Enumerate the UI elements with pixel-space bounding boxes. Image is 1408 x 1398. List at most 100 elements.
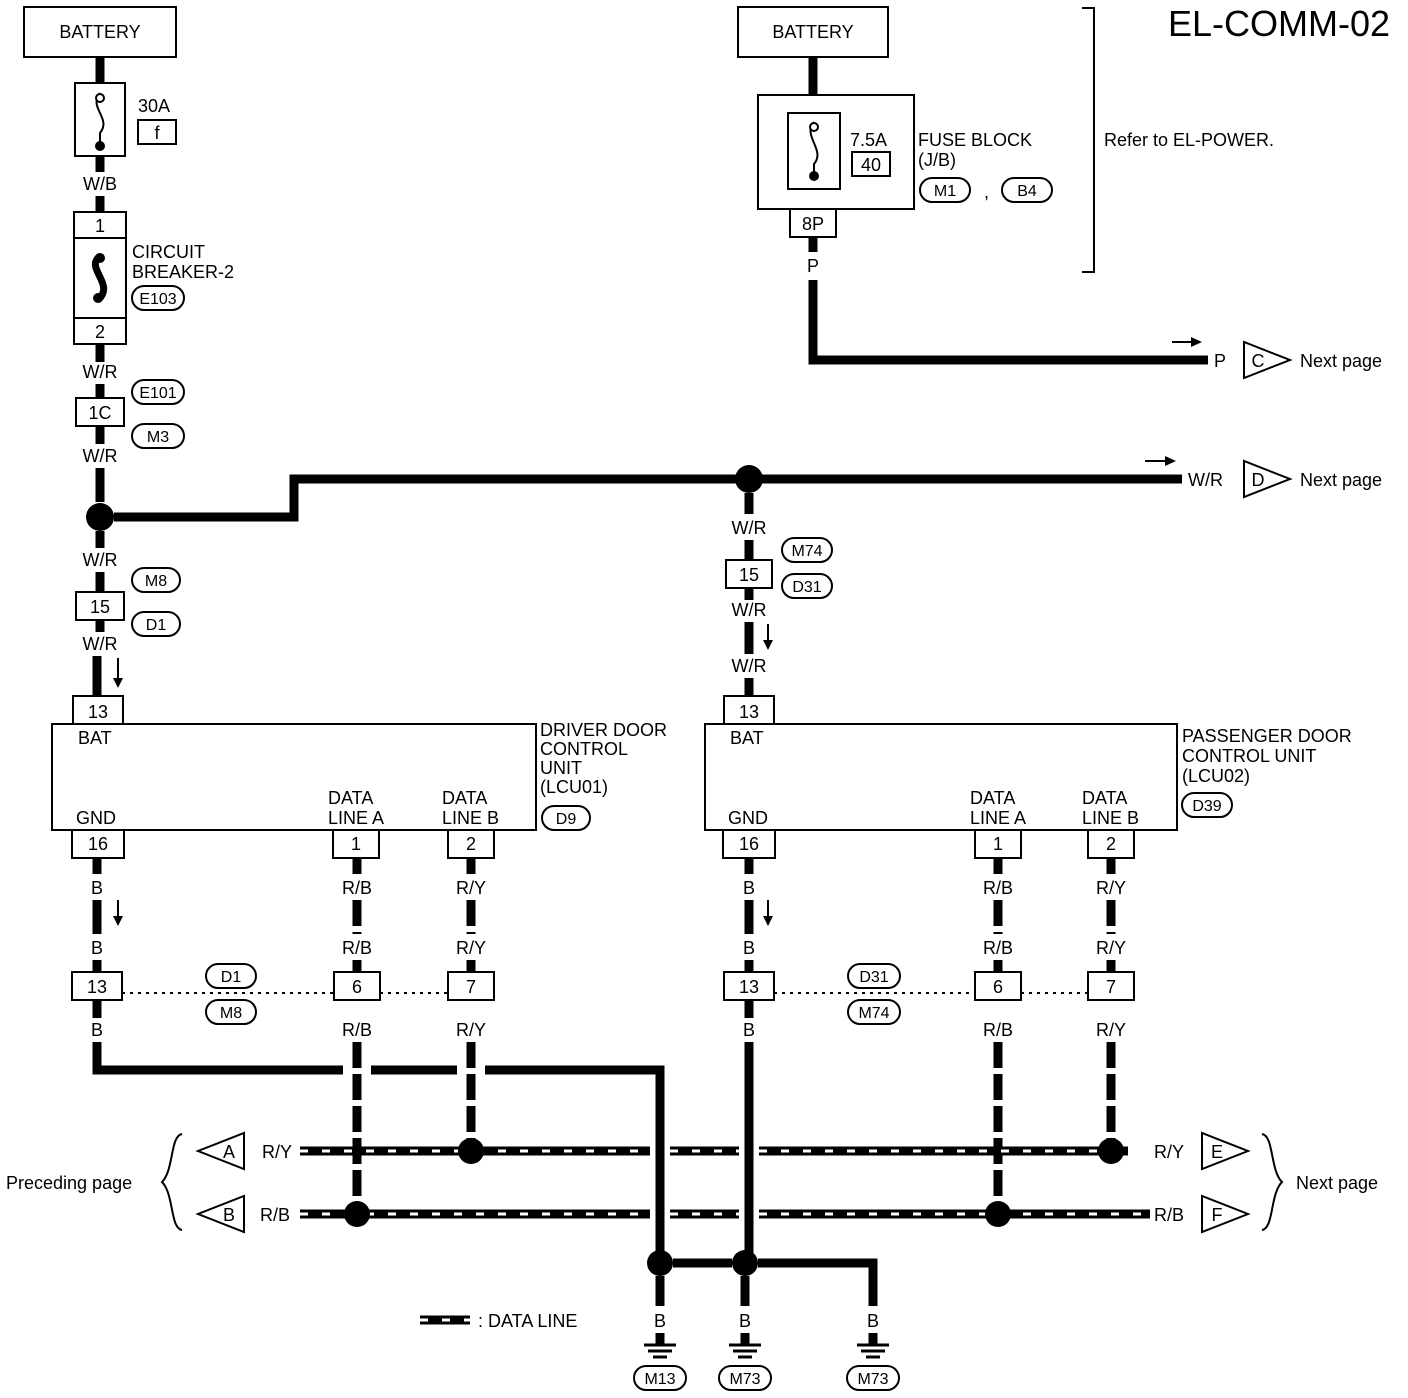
conn-15-right-pin: 15 [739, 565, 759, 585]
wire-rb-r1: R/B [983, 878, 1013, 898]
wire-wr-main [114, 474, 1182, 522]
data-line-legend: : DATA LINE [420, 1311, 577, 1331]
cb-label-2: BREAKER-2 [132, 262, 234, 282]
driver-data-a1: DATA [328, 788, 373, 808]
next-page-ef: Next page [1296, 1173, 1378, 1193]
right-joint-13: 13 [739, 977, 759, 997]
conn-15-left-c2: D1 [146, 617, 167, 634]
ground-symbol-2 [729, 1333, 761, 1359]
pass-data-a2: LINE A [970, 808, 1026, 828]
pass-pin-bat: 13 [739, 702, 759, 722]
left-joint-13: 13 [87, 977, 107, 997]
pass-unit-line3: (LCU02) [1182, 766, 1250, 786]
wire-p-next: P [1214, 351, 1226, 371]
conn-15-right-c1: M74 [791, 543, 822, 560]
driver-door-unit [51, 723, 537, 831]
wire-b-1: B [91, 878, 103, 898]
driver-data-b2: LINE B [442, 808, 499, 828]
pass-pin-a: 1 [993, 834, 1003, 854]
driver-unit-line3: UNIT [540, 758, 582, 778]
wire-b-2: B [91, 938, 103, 958]
conn-1c [75, 397, 125, 427]
wire-ry-2: R/Y [456, 938, 486, 958]
wire-b-r2: B [743, 938, 755, 958]
ground-m73-a: M73 [729, 1371, 760, 1388]
conn-1c-c2: M3 [147, 429, 169, 446]
wire-rb-1: R/B [342, 878, 372, 898]
wire-rb-b: R/B [260, 1205, 290, 1225]
wire-p-1: P [807, 256, 819, 276]
conn-1c-pin: 1C [88, 403, 111, 423]
passenger-door-unit [704, 723, 1178, 831]
wire-b-r1: B [743, 878, 755, 898]
next-page-d: Next page [1300, 470, 1382, 490]
next-page-c: Next page [1300, 351, 1382, 371]
cb-label-1: CIRCUIT [132, 242, 205, 262]
driver-pin-b: 2 [466, 834, 476, 854]
ground-symbol-3 [857, 1333, 889, 1359]
fuse-7-5a-id: 40 [861, 155, 881, 175]
marker-c-label: C [1252, 351, 1265, 371]
conn-15-right-c2: D31 [792, 579, 821, 596]
fuse-30a-rating: 30A [138, 96, 170, 116]
driver-unit-line1: DRIVER DOOR [540, 720, 667, 740]
conn-15-right [725, 559, 773, 589]
driver-bat: BAT [78, 728, 112, 748]
ground-b-2: B [739, 1311, 751, 1331]
marker-a [195, 1131, 245, 1171]
wire-rb-f: R/B [1154, 1205, 1184, 1225]
battery-left-label: BATTERY [59, 22, 140, 42]
pass-unit-conn: D39 [1192, 798, 1221, 815]
driver-gnd: GND [76, 808, 116, 828]
cb-pin2: 2 [95, 322, 105, 342]
driver-unit-conn: D9 [556, 811, 577, 828]
wire-ry-3: R/Y [456, 1020, 486, 1040]
driver-data-a2: LINE A [328, 808, 384, 828]
wire-wb: W/B [83, 174, 117, 194]
pass-unit-line2: CONTROL UNIT [1182, 746, 1316, 766]
wire-wr-r3: W/R [732, 656, 767, 676]
ground-b-1: B [654, 1311, 666, 1331]
marker-e-label: E [1211, 1142, 1223, 1162]
right-joint-6: 6 [993, 977, 1003, 997]
cb-pin1: 1 [95, 216, 105, 236]
legend-text: : DATA LINE [478, 1311, 577, 1331]
right-joint-7: 7 [1106, 977, 1116, 997]
ground-symbol-1 [644, 1333, 676, 1359]
battery-right-label: BATTERY [772, 22, 853, 42]
wire-wr-r2: W/R [732, 600, 767, 620]
marker-a-label: A [223, 1142, 235, 1162]
pass-data-b2: LINE B [1082, 808, 1139, 828]
driver-unit-line4: (LCU01) [540, 777, 608, 797]
left-joint-7: 7 [466, 977, 476, 997]
wire-p-main [808, 280, 1208, 365]
marker-f [1201, 1194, 1251, 1234]
marker-f-label: F [1212, 1205, 1223, 1225]
left-joint-c2: M8 [220, 1005, 242, 1022]
pass-gnd: GND [728, 808, 768, 828]
splice-right [735, 465, 763, 493]
pass-data-a1: DATA [970, 788, 1015, 808]
wire-ry-r2: R/Y [1096, 938, 1126, 958]
wire-wr-3: W/R [83, 550, 118, 570]
ground-b-3: B [867, 1311, 879, 1331]
wire-wr-next: W/R [1188, 470, 1223, 490]
marker-d-label: D [1252, 470, 1265, 490]
driver-unit-line2: CONTROL [540, 739, 628, 759]
refer-bracket [1082, 7, 1095, 273]
battery-right-box [737, 6, 889, 58]
right-joint-c1: D31 [859, 969, 888, 986]
marker-b [195, 1194, 245, 1234]
conn-15-left-pin: 15 [90, 597, 110, 617]
wire-ry-r1: R/Y [1096, 878, 1126, 898]
driver-pin-a: 1 [351, 834, 361, 854]
ground-m73-b: M73 [857, 1371, 888, 1388]
wire-rb-3: R/B [342, 1020, 372, 1040]
page-code: EL-COMM-02 [1168, 3, 1390, 44]
wire-ry-e: R/Y [1154, 1142, 1184, 1162]
fuse-block-pin: 8P [802, 214, 824, 234]
fuse-block-label: FUSE BLOCK [918, 130, 1032, 150]
splice-left [86, 503, 114, 531]
fuse-block-conn2: B4 [1017, 183, 1037, 200]
